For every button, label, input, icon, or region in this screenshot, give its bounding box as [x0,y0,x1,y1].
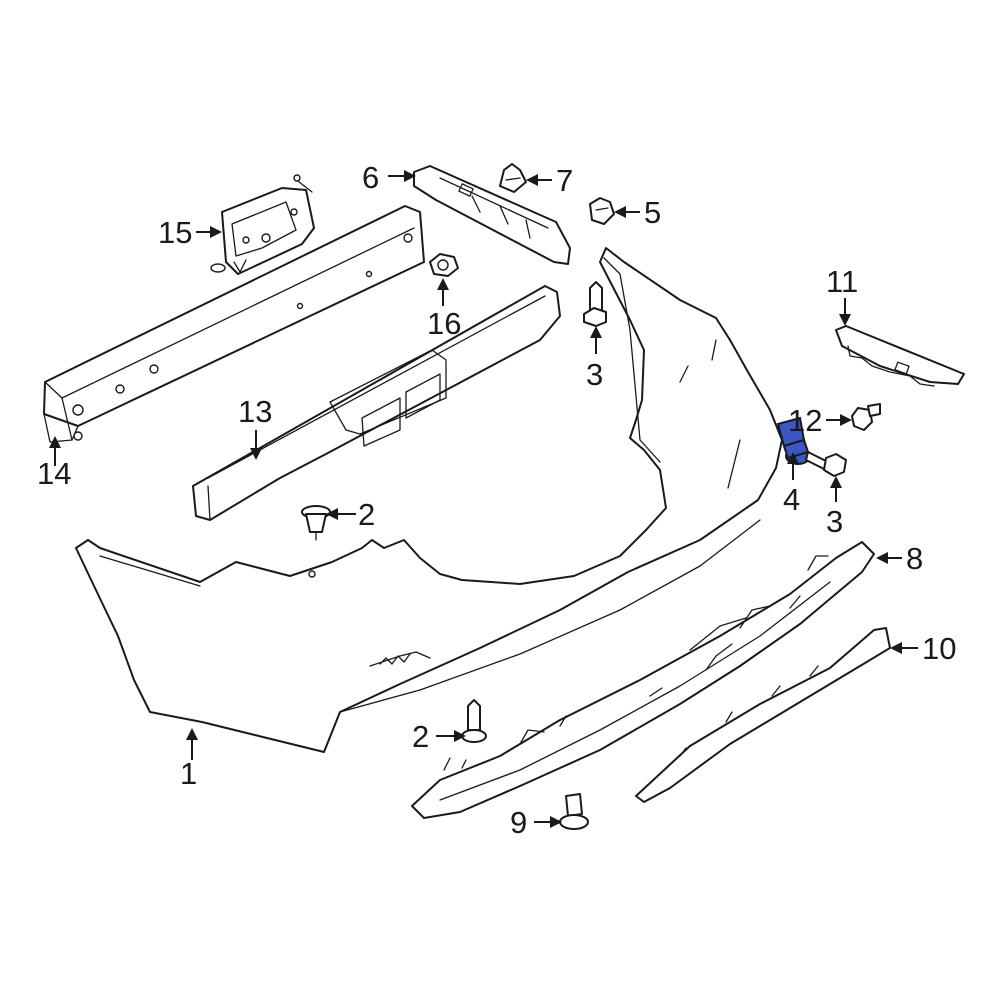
callout-16: 16 [427,278,461,341]
callout-number: 10 [922,631,956,666]
bolt-part-12 [851,403,881,431]
energy-absorber-part [192,285,561,521]
lower-valance-part [411,541,875,819]
callout-number: 8 [906,541,923,576]
trim-strip-part [635,627,891,803]
callout-7: 7 [526,163,573,198]
callout-14: 14 [37,436,71,491]
callout-number: 7 [556,163,573,198]
callout-2-upper: 2 [326,497,375,532]
callout-1: 1 [180,728,198,791]
side-bracket-part [835,325,965,387]
callout-3-upper: 3 [586,326,603,392]
callout-number: 12 [788,403,822,438]
callout-number: 2 [358,497,375,532]
bolt-part-upper [583,281,607,327]
callout-15: 15 [158,215,222,250]
callout-number: 16 [427,306,461,341]
callout-number: 11 [826,264,858,299]
reinforcement-beam-part [43,205,425,443]
callout-13: 13 [238,394,272,460]
center-bracket-part [413,165,571,265]
callout-3-lower: 3 [826,476,843,539]
callout-number: 13 [238,394,272,429]
callout-number: 14 [37,456,71,491]
callout-8: 8 [876,541,923,576]
push-pin-part-lower [461,699,487,743]
callout-12: 12 [788,403,852,438]
stud-part [559,793,589,830]
callout-number: 15 [158,215,192,250]
callout-number: 9 [510,805,527,840]
callout-2-lower: 2 [412,719,466,754]
callout-5: 5 [614,195,661,230]
callout-9: 9 [510,805,562,840]
callout-number: 3 [826,504,843,539]
push-pin-part-upper [301,505,331,541]
bolt-part-lower [805,451,847,477]
nut-part [429,253,459,277]
bracket-part [210,174,315,275]
callout-number: 2 [412,719,429,754]
callout-10: 10 [890,631,956,666]
callout-number: 5 [644,195,661,230]
callout-6: 6 [362,160,416,195]
callout-11: 11 [826,264,858,326]
bumper-cover-part [75,247,783,753]
callout-4: 4 [783,452,800,517]
callout-number: 4 [783,482,800,517]
callout-number: 1 [180,756,197,791]
clip-nut-part [589,197,615,225]
push-clip-part [499,163,527,193]
callout-number: 3 [586,357,603,392]
callout-number: 6 [362,160,379,195]
